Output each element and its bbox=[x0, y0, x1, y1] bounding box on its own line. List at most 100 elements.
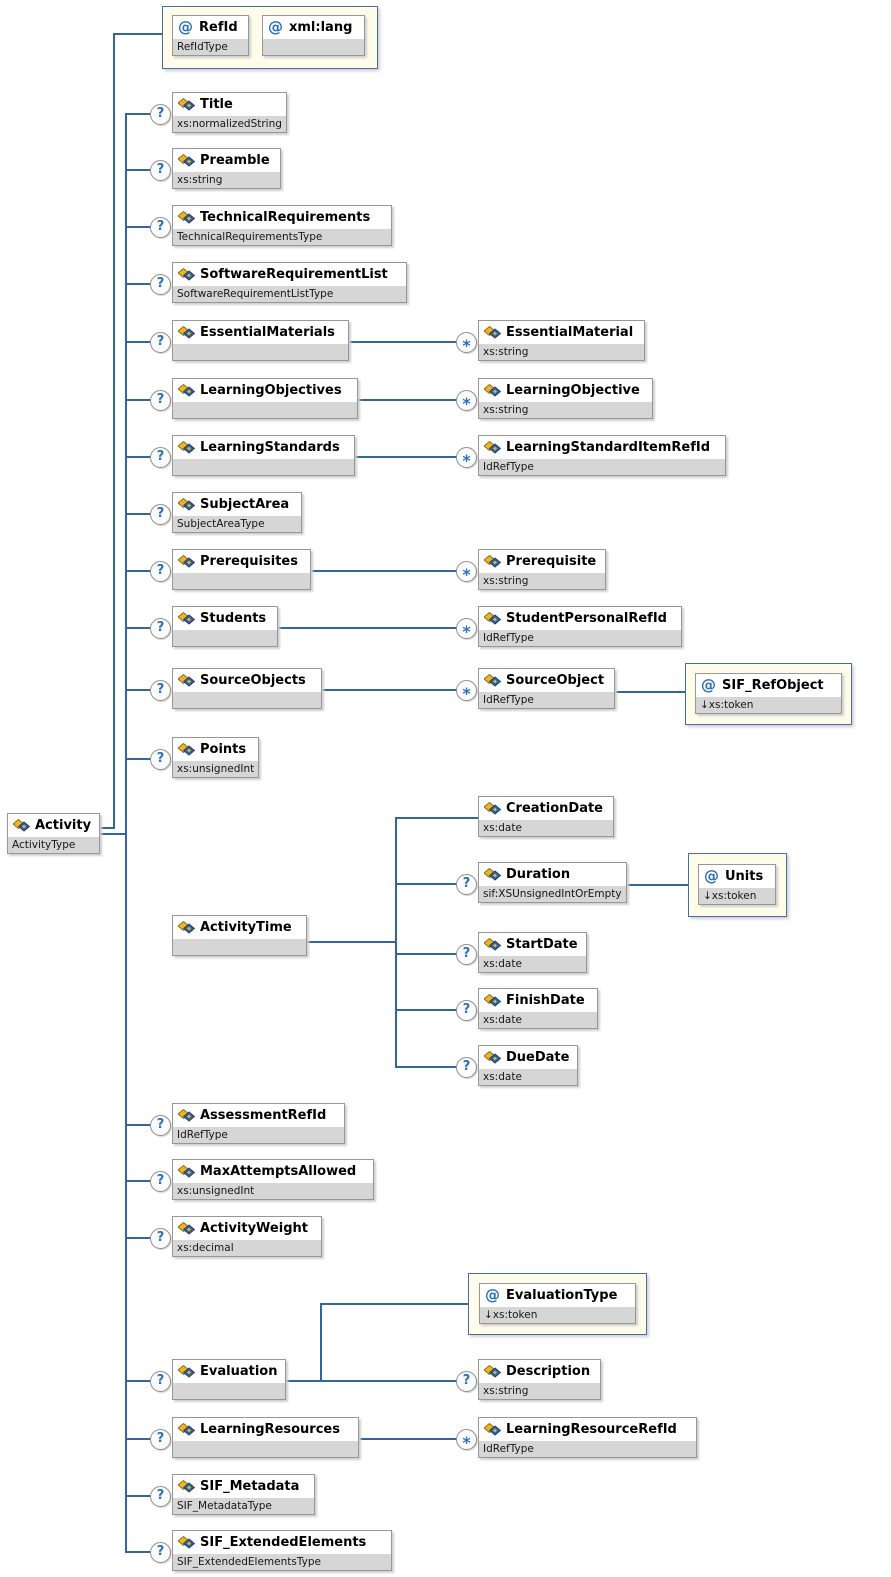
element-icon bbox=[178, 498, 195, 511]
element-node-essential-materials[interactable]: EssentialMaterials bbox=[172, 320, 349, 361]
element-type: xs:normalizedString bbox=[173, 116, 286, 132]
connector-line bbox=[292, 941, 395, 943]
element-node-finish-date[interactable]: FinishDate xs:date bbox=[478, 988, 598, 1029]
connector-line bbox=[125, 513, 152, 515]
element-node-learning-resource-refid[interactable]: LearningResourceRefId IdRefType bbox=[478, 1417, 697, 1458]
connector-line bbox=[308, 689, 460, 691]
repeat-indicator-learning-objective: * bbox=[456, 390, 477, 413]
optional-indicator-points: ? bbox=[150, 749, 171, 770]
element-type bbox=[173, 459, 354, 475]
element-icon bbox=[178, 211, 195, 224]
attribute-node-units[interactable]: @Units ↓xs:token bbox=[698, 864, 776, 905]
element-type bbox=[173, 1441, 358, 1457]
attribute-icon: @ bbox=[485, 1286, 500, 1304]
element-name: LearningStandards bbox=[200, 440, 340, 455]
element-node-activity[interactable]: Activity ActivityType bbox=[7, 813, 101, 854]
attribute-icon: @ bbox=[701, 676, 716, 694]
connector-line bbox=[605, 884, 695, 886]
repeat-indicator-source-object: * bbox=[456, 680, 477, 703]
element-node-evaluation[interactable]: Evaluation bbox=[172, 1359, 287, 1400]
element-node-learning-objectives[interactable]: LearningObjectives bbox=[172, 378, 358, 419]
element-node-points[interactable]: Points xs:unsignedInt bbox=[172, 737, 260, 778]
element-node-due-date[interactable]: DueDate xs:date bbox=[478, 1045, 579, 1086]
optional-indicator-due-date: ? bbox=[456, 1057, 477, 1078]
element-type: xs:date bbox=[479, 1012, 597, 1028]
element-icon bbox=[484, 994, 501, 1007]
optional-indicator-source-objects: ? bbox=[150, 680, 171, 701]
optional-indicator-students: ? bbox=[150, 618, 171, 639]
element-node-learning-standard-item-refid[interactable]: LearningStandardItemRefId IdRefType bbox=[478, 435, 726, 476]
element-node-sif-metadata[interactable]: SIF_Metadata SIF_MetadataType bbox=[172, 1474, 315, 1515]
element-node-subject-area[interactable]: SubjectArea SubjectAreaType bbox=[172, 492, 302, 533]
element-node-learning-resources[interactable]: LearningResources bbox=[172, 1417, 359, 1458]
element-type: xs:date bbox=[479, 956, 586, 972]
connector-line bbox=[125, 1237, 152, 1239]
element-node-activity-weight[interactable]: ActivityWeight xs:decimal bbox=[172, 1216, 322, 1257]
connector-line bbox=[125, 113, 152, 115]
connector-line bbox=[113, 33, 115, 828]
element-icon bbox=[178, 326, 195, 339]
element-node-student-personal-refid[interactable]: StudentPersonalRefId IdRefType bbox=[478, 606, 682, 647]
attribute-node-xml-lang[interactable]: @xml:lang bbox=[262, 15, 365, 56]
element-icon bbox=[484, 441, 501, 454]
element-type: xs:date bbox=[479, 1069, 578, 1085]
attribute-type: ↓xs:token bbox=[699, 888, 775, 904]
connector-line bbox=[125, 1124, 152, 1126]
element-icon bbox=[178, 1423, 195, 1436]
element-icon bbox=[178, 384, 195, 397]
element-name: AssessmentRefId bbox=[200, 1108, 327, 1123]
element-icon bbox=[178, 612, 195, 625]
element-name: SubjectArea bbox=[200, 497, 290, 512]
element-node-title[interactable]: Title xs:normalizedString bbox=[172, 92, 287, 133]
element-icon bbox=[484, 555, 501, 568]
element-type bbox=[173, 1383, 286, 1399]
element-node-prerequisite[interactable]: Prerequisite xs:string bbox=[478, 549, 606, 590]
element-node-learning-standards[interactable]: LearningStandards bbox=[172, 435, 355, 476]
element-icon bbox=[484, 1365, 501, 1378]
element-node-students[interactable]: Students bbox=[172, 606, 278, 647]
attribute-node-sif-refobject[interactable]: @SIF_RefObject ↓xs:token bbox=[695, 673, 842, 714]
repeat-indicator-learning-standard-item-refid: * bbox=[456, 447, 477, 470]
element-node-source-objects[interactable]: SourceObjects bbox=[172, 668, 322, 709]
element-name: MaxAttemptsAllowed bbox=[200, 1164, 357, 1179]
element-name: Activity bbox=[35, 818, 92, 833]
connector-line bbox=[395, 817, 397, 1068]
element-node-start-date[interactable]: StartDate xs:date bbox=[478, 932, 587, 973]
element-node-software-requirement-list[interactable]: SoftwareRequirementList SoftwareRequirem… bbox=[172, 262, 407, 303]
connector-line bbox=[297, 570, 460, 572]
attribute-node-refid[interactable]: @RefId RefIdType bbox=[172, 15, 249, 56]
element-icon bbox=[484, 384, 501, 397]
element-node-creation-date[interactable]: CreationDate xs:date bbox=[478, 796, 614, 837]
element-node-technical-requirements[interactable]: TechnicalRequirements TechnicalRequireme… bbox=[172, 205, 392, 246]
element-type: SoftwareRequirementListType bbox=[173, 286, 406, 302]
connector-line bbox=[345, 1438, 460, 1440]
element-node-essential-material[interactable]: EssentialMaterial xs:string bbox=[478, 320, 645, 361]
element-node-activity-time[interactable]: ActivityTime bbox=[172, 915, 307, 956]
optional-indicator-title: ? bbox=[150, 104, 171, 125]
element-name: EssentialMaterials bbox=[200, 325, 335, 340]
element-node-max-attempts-allowed[interactable]: MaxAttemptsAllowed xs:unsignedInt bbox=[172, 1159, 374, 1200]
element-node-assessment-refid[interactable]: AssessmentRefId IdRefType bbox=[172, 1103, 345, 1144]
connector-line bbox=[341, 456, 460, 458]
element-type: IdRefType bbox=[479, 630, 681, 646]
element-node-description[interactable]: Description xs:string bbox=[478, 1359, 601, 1400]
connector-line bbox=[125, 283, 152, 285]
element-type: xs:unsignedInt bbox=[173, 1183, 373, 1199]
element-name: Points bbox=[200, 742, 247, 757]
element-type: xs:string bbox=[479, 1383, 600, 1399]
attribute-node-evaluation-type[interactable]: @EvaluationType ↓xs:token bbox=[479, 1283, 636, 1324]
element-node-sif-extended-elements[interactable]: SIF_ExtendedElements SIF_ExtendedElement… bbox=[172, 1530, 392, 1571]
element-node-learning-objective[interactable]: LearningObjective xs:string bbox=[478, 378, 653, 419]
element-icon bbox=[484, 868, 501, 881]
element-node-source-object[interactable]: SourceObject IdRefType bbox=[478, 668, 615, 709]
element-type: xs:string bbox=[173, 172, 280, 188]
element-type: TechnicalRequirementsType bbox=[173, 229, 391, 245]
element-node-duration[interactable]: Duration sif:XSUnsignedIntOrEmpty bbox=[478, 862, 627, 903]
element-name: SoftwareRequirementList bbox=[200, 267, 388, 282]
element-icon bbox=[178, 1365, 195, 1378]
element-node-preamble[interactable]: Preamble xs:string bbox=[172, 148, 281, 189]
connector-line bbox=[125, 627, 152, 629]
element-node-prerequisites[interactable]: Prerequisites bbox=[172, 549, 311, 590]
element-name: SIF_Metadata bbox=[200, 1479, 300, 1494]
